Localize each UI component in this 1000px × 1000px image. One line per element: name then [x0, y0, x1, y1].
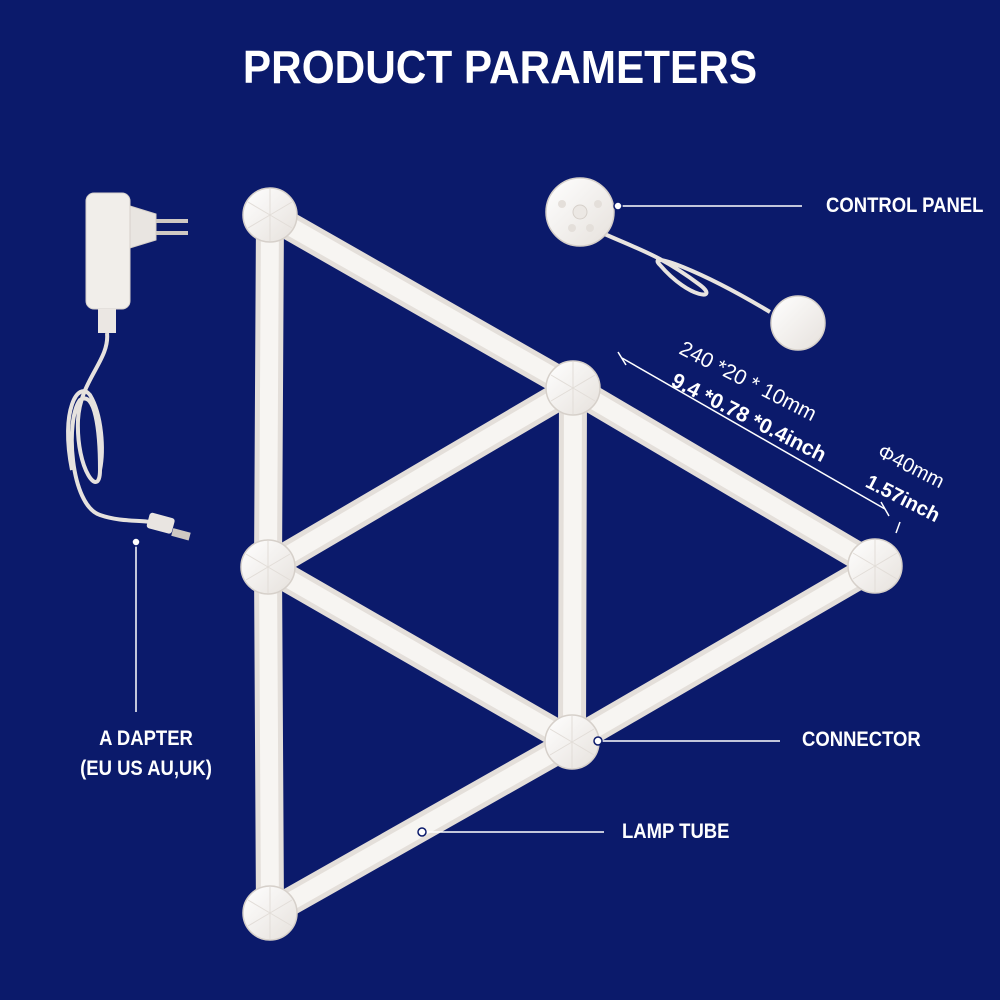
dimension-lines [617, 351, 901, 534]
adapter-label-line1: A DAPTER [99, 727, 193, 750]
connectors [240, 187, 903, 941]
lamp-tube-label: LAMP TUBE [622, 820, 730, 843]
connector-label: CONNECTOR [802, 728, 921, 751]
connector [242, 885, 298, 941]
callout-dot [593, 736, 603, 746]
callouts [135, 205, 802, 833]
callout-dot [131, 537, 141, 547]
power-adapter [66, 192, 191, 541]
connector [545, 360, 601, 416]
connector [544, 714, 600, 770]
callout-dot [613, 201, 623, 211]
control-panel-label: CONTROL PANEL [826, 194, 984, 217]
control-panel-device [545, 177, 826, 351]
adapter-label-line2: (EU US AU,UK) [80, 757, 212, 780]
connector [847, 538, 903, 594]
callout-dot [417, 827, 427, 837]
adapter-label: A DAPTER (EU US AU,UK) [67, 724, 225, 784]
connector [242, 187, 298, 243]
page-title: PRODUCT PARAMETERS [242, 41, 758, 93]
connector [240, 539, 296, 595]
